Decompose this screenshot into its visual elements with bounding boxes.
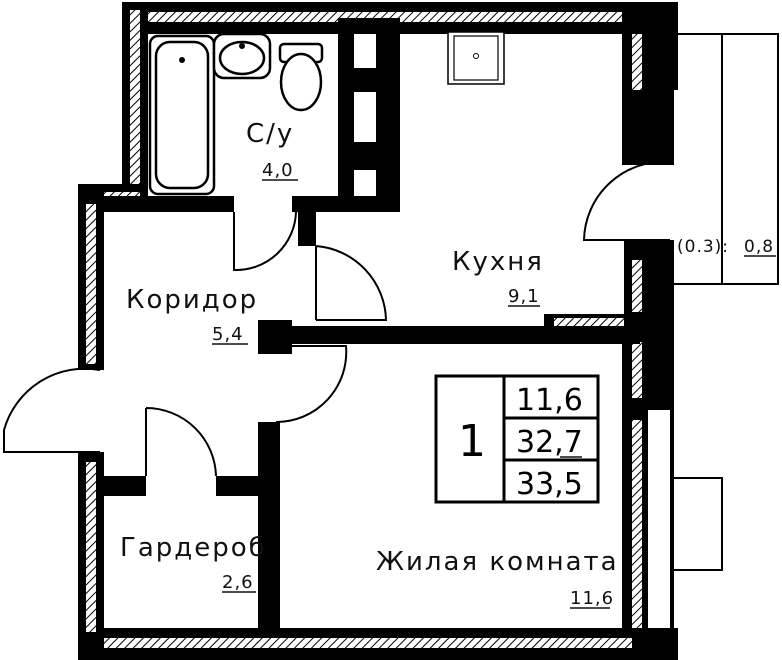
bathroom-area: 4,0 [262,160,294,181]
window-bay [671,477,723,571]
living-label: Жилая комната [376,547,619,577]
kitchen-label: Кухня [452,247,544,277]
toilet [278,42,324,112]
doors [3,160,671,477]
bathtub [148,34,216,196]
corridor-label: Коридор [126,285,258,315]
balcony-area: 0,8 [744,237,774,257]
summary-total-with-balcony: 33,5 [516,467,583,502]
washbasin [212,32,272,80]
summary-total-area: 32,7 [516,425,583,460]
balcony [672,33,779,285]
kitchen-area: 9,1 [508,286,540,307]
interior-walls [96,18,640,628]
balcony-coef: (0.3): [677,237,729,257]
wardrobe-label: Гардероб [120,533,267,563]
summary-box: 1 11,6 32,7 33,5 [434,374,600,504]
summary-living-area: 11,6 [516,383,583,418]
living-area: 11,6 [570,588,614,609]
corridor-area: 5,4 [212,324,244,345]
rooms-count: 1 [458,416,486,467]
wardrobe-area: 2,6 [222,572,254,593]
kitchen-sink [447,31,505,85]
bathroom-label: С/у [246,119,294,149]
